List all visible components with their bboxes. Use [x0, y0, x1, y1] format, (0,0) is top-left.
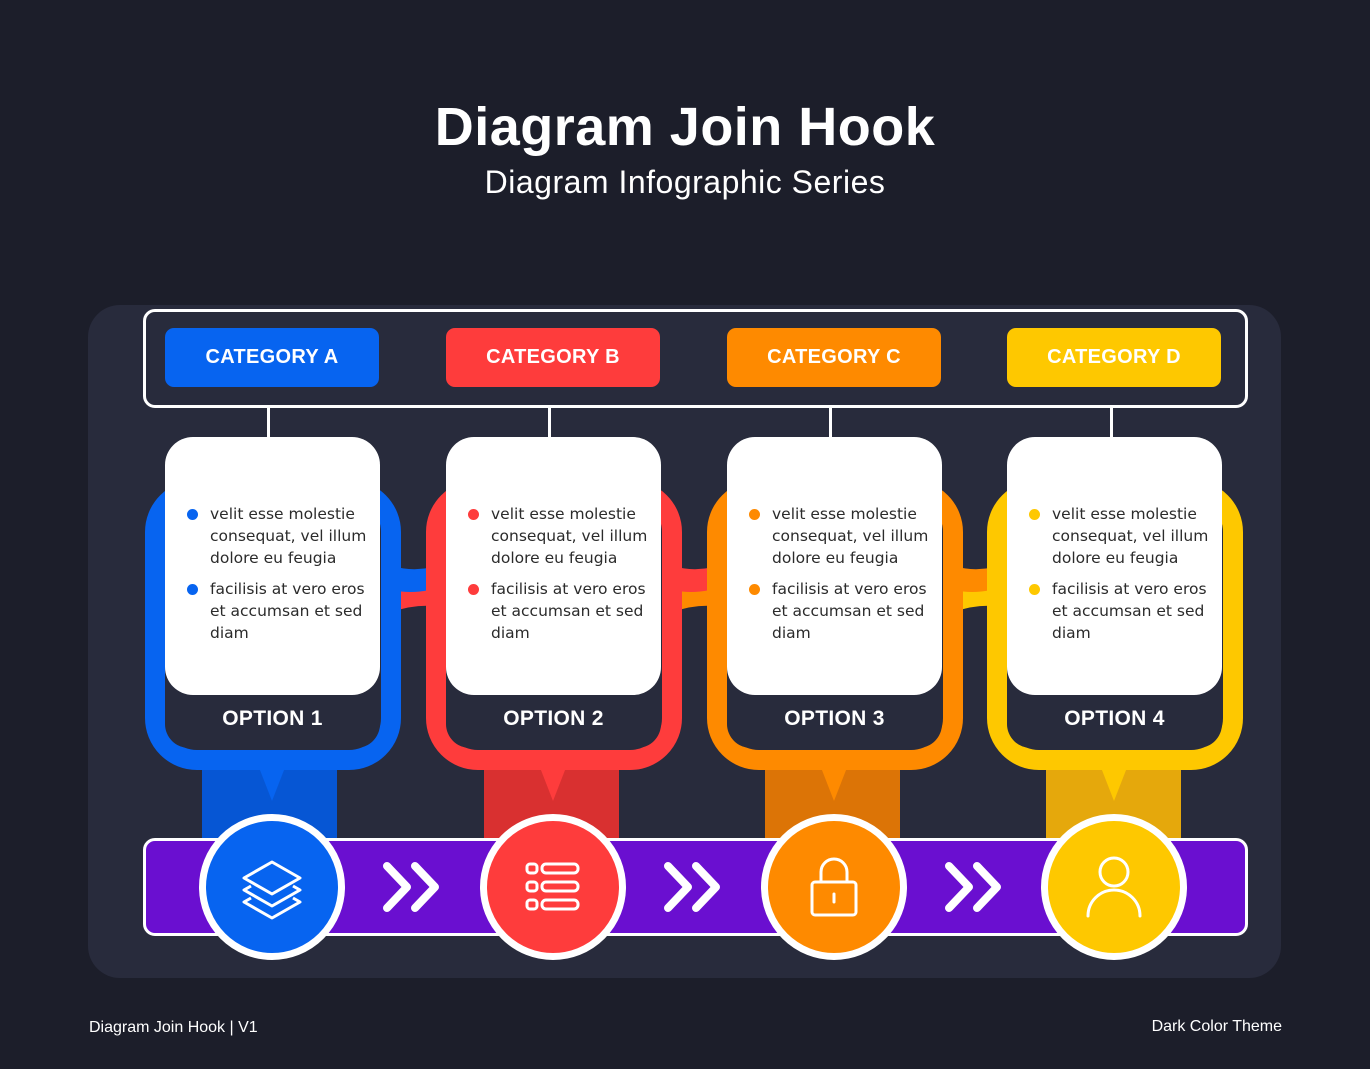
page-subtitle: Diagram Infographic Series: [484, 164, 886, 200]
icon-circle-a: [199, 814, 345, 960]
bullet-item: velit esse molestie consequat, vel illum…: [1027, 503, 1217, 569]
chevron-double-right-icon: [664, 862, 720, 912]
option-1-label: OPTION 1: [222, 707, 323, 730]
chevron-double-right-icon: [383, 862, 439, 912]
bullet-dot-icon: [749, 584, 760, 595]
category-a-label: CATEGORY A: [165, 328, 379, 387]
bullet-item: facilisis at vero eros et accumsan et se…: [185, 578, 375, 644]
option-card-3: velit esse molestie consequat, vel illum…: [727, 437, 942, 695]
layers-icon: [242, 860, 302, 920]
bullet-dot-icon: [468, 509, 479, 520]
bullet-dot-icon: [1029, 509, 1040, 520]
bullet-item: facilisis at vero eros et accumsan et se…: [747, 578, 937, 644]
bullet-dot-icon: [468, 584, 479, 595]
bullet-item: velit esse molestie consequat, vel illum…: [747, 503, 937, 569]
bullet-dot-icon: [1029, 584, 1040, 595]
category-c-label: CATEGORY C: [727, 328, 941, 387]
category-frame: [143, 309, 1248, 408]
bullet-item: velit esse molestie consequat, vel illum…: [466, 503, 656, 569]
option-card-1: velit esse molestie consequat, vel illum…: [165, 437, 380, 695]
footer-version: Diagram Join Hook | V1: [89, 1019, 258, 1036]
option-card-4: velit esse molestie consequat, vel illum…: [1007, 437, 1222, 695]
footer-theme: Dark Color Theme: [1151, 1018, 1282, 1035]
bullet-item: facilisis at vero eros et accumsan et se…: [466, 578, 656, 644]
option-4-label: OPTION 4: [1064, 707, 1165, 730]
icon-circle-d: [1041, 814, 1187, 960]
connector-line: [829, 408, 832, 438]
pointer-b: [539, 765, 567, 801]
page-title: Diagram Join Hook: [434, 97, 936, 157]
option-card-2: velit esse molestie consequat, vel illum…: [446, 437, 661, 695]
connector-line: [267, 408, 270, 438]
bullet-dot-icon: [749, 509, 760, 520]
lock-icon: [810, 857, 858, 917]
user-icon: [1086, 856, 1142, 918]
bullet-item: facilisis at vero eros et accumsan et se…: [1027, 578, 1217, 644]
pointer-d: [1100, 765, 1128, 801]
chevron-double-right-icon: [945, 862, 1001, 912]
connector-line: [1110, 408, 1113, 438]
bullet-dot-icon: [187, 509, 198, 520]
category-b-label: CATEGORY B: [446, 328, 660, 387]
bullet-dot-icon: [187, 584, 198, 595]
option-2-label: OPTION 2: [503, 707, 604, 730]
category-d-label: CATEGORY D: [1007, 328, 1221, 387]
option-3-label: OPTION 3: [784, 707, 885, 730]
icon-circle-b: [480, 814, 626, 960]
list-icon: [525, 862, 580, 911]
connector-line: [548, 408, 551, 438]
bullet-item: velit esse molestie consequat, vel illum…: [185, 503, 375, 569]
icon-circle-c: [761, 814, 907, 960]
pointer-a: [258, 765, 286, 801]
pointer-c: [820, 765, 848, 801]
